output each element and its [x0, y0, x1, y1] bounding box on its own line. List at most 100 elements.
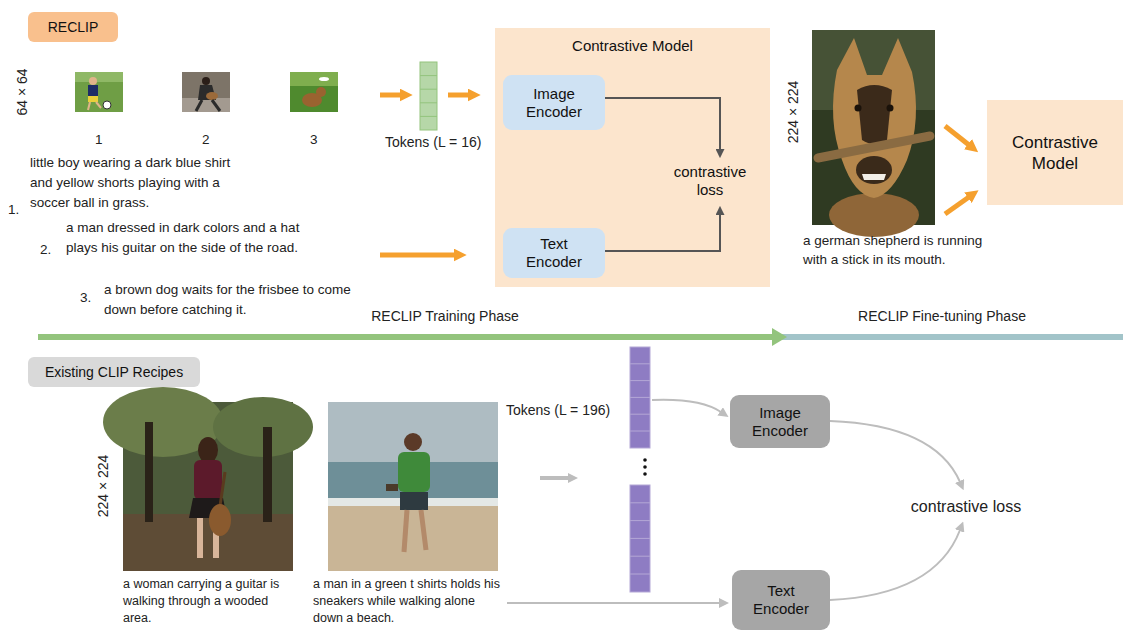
flow-line	[830, 421, 960, 482]
token-column	[630, 363, 650, 364]
photo-man-beach	[328, 402, 498, 571]
photo-german-shepherd	[887, 105, 894, 112]
node-label: Contrastive Model	[995, 132, 1115, 174]
photo-woman-guitar	[220, 472, 225, 506]
text-encoder: Text Encoder	[503, 228, 605, 278]
resolution-label: 64 × 64	[12, 68, 32, 115]
flow-line	[830, 530, 960, 600]
photo-man-beach	[404, 433, 422, 451]
photo-german-shepherd	[857, 85, 892, 144]
photo-woman-guitar	[145, 422, 153, 522]
token-column	[630, 520, 650, 521]
photo-boy-soccer	[75, 72, 123, 112]
image-index: 2	[202, 130, 222, 150]
node-label: Text Encoder	[740, 582, 822, 618]
photo-woman-guitar	[194, 460, 222, 500]
photo-woman-guitar	[198, 437, 218, 463]
caption-index: 1.	[8, 200, 28, 220]
token-count: Tokens (L = 196)	[506, 400, 628, 420]
token-column	[630, 397, 650, 398]
loss-label: contrastive loss	[911, 497, 1021, 517]
photo-woman-guitar	[197, 518, 203, 558]
image-caption: a woman carrying a guitar is walking thr…	[123, 576, 298, 627]
token-column	[630, 574, 650, 575]
photo-german-shepherd	[856, 156, 892, 184]
token-column	[630, 485, 650, 592]
method-badge: RECLIP	[28, 12, 118, 42]
token-count: Tokens (L = 16)	[385, 132, 515, 152]
token-column	[420, 102, 437, 103]
photo-woman-guitar	[103, 387, 313, 571]
photo-woman-guitar	[209, 504, 231, 536]
photo-man-guitar	[212, 100, 220, 111]
photo-german-shepherd	[818, 136, 930, 158]
image-caption: a man in a green t shirts holds his snea…	[313, 576, 505, 627]
photo-man-guitar	[206, 92, 218, 100]
phase-timeline	[38, 334, 776, 340]
photo-man-guitar	[196, 100, 202, 111]
loss-arrows	[605, 98, 720, 150]
flow-line	[652, 400, 721, 412]
caption-index: 3.	[80, 288, 102, 308]
photo-boy-soccer	[88, 85, 98, 96]
photo-boy-soccer	[103, 101, 111, 109]
image-caption: a man dressed in dark colors and a hat p…	[66, 218, 311, 258]
token-column	[630, 538, 650, 539]
photo-man-beach	[386, 484, 398, 491]
photo-man-guitar	[182, 72, 230, 112]
photo-boy-soccer	[96, 102, 101, 108]
photo-dog-frisbee	[316, 87, 326, 97]
token-column	[420, 62, 437, 130]
photo-german-shepherd	[812, 30, 935, 237]
phase-timeline	[772, 328, 787, 346]
photo-woman-guitar	[263, 427, 272, 522]
photo-german-shepherd	[855, 105, 862, 112]
token-column	[630, 431, 650, 432]
contrastive-model-box: Contrastive Model	[987, 100, 1123, 205]
ellipsis-dots	[643, 458, 647, 462]
photo-man-beach	[398, 452, 430, 492]
image-caption: a brown dog waits for the frisbee to com…	[104, 280, 359, 320]
token-column	[630, 380, 650, 381]
phase-label: RECLIP Fine-tuning Phase	[858, 306, 1026, 326]
image-caption: little boy wearing a dark blue shirt and…	[30, 153, 255, 213]
photo-german-shepherd	[812, 30, 935, 225]
ellipsis-dots	[643, 465, 647, 469]
image-caption: a german shepherd is running with a stic…	[803, 231, 998, 269]
photo-boy-soccer	[88, 96, 98, 102]
token-column	[420, 89, 437, 90]
phase-timeline	[38, 328, 1123, 346]
image-encoder: Image Encoder	[503, 75, 605, 130]
baseline-badge: Existing CLIP Recipes	[28, 357, 200, 387]
photo-dog-frisbee	[290, 72, 338, 112]
photo-man-beach	[421, 510, 426, 550]
photo-man-beach	[400, 492, 428, 510]
token-column	[630, 556, 650, 557]
caption-index: 2.	[40, 240, 62, 260]
image-encoder: Image Encoder	[730, 395, 830, 448]
resolution-label: 224 × 224	[783, 81, 803, 144]
token-column	[630, 502, 650, 503]
image-index: 1	[95, 130, 115, 150]
node-label: Image Encoder	[511, 85, 597, 121]
image-index: 3	[310, 130, 330, 150]
node-label: Contrastive Model	[495, 28, 770, 55]
loss-arrows	[605, 214, 720, 251]
node-label: Image Encoder	[738, 404, 822, 440]
photo-boy-soccer	[88, 102, 90, 110]
flow-line	[507, 602, 720, 604]
contrastive-model-box: Contrastive Modelcontrastive lossImage E…	[495, 28, 770, 287]
node-label: Text Encoder	[511, 235, 597, 271]
photo-german-shepherd	[829, 193, 919, 237]
input-arrow	[448, 93, 469, 98]
input-arrow	[945, 126, 969, 145]
token-column	[420, 62, 437, 130]
photo-dog-frisbee	[290, 72, 338, 86]
token-column	[630, 347, 650, 592]
token-column	[420, 75, 437, 76]
photo-man-guitar	[182, 72, 230, 112]
phase-timeline	[778, 334, 1123, 340]
token-column	[630, 414, 650, 415]
phase-label: RECLIP Training Phase	[371, 306, 519, 326]
photo-dog-frisbee	[319, 77, 329, 81]
